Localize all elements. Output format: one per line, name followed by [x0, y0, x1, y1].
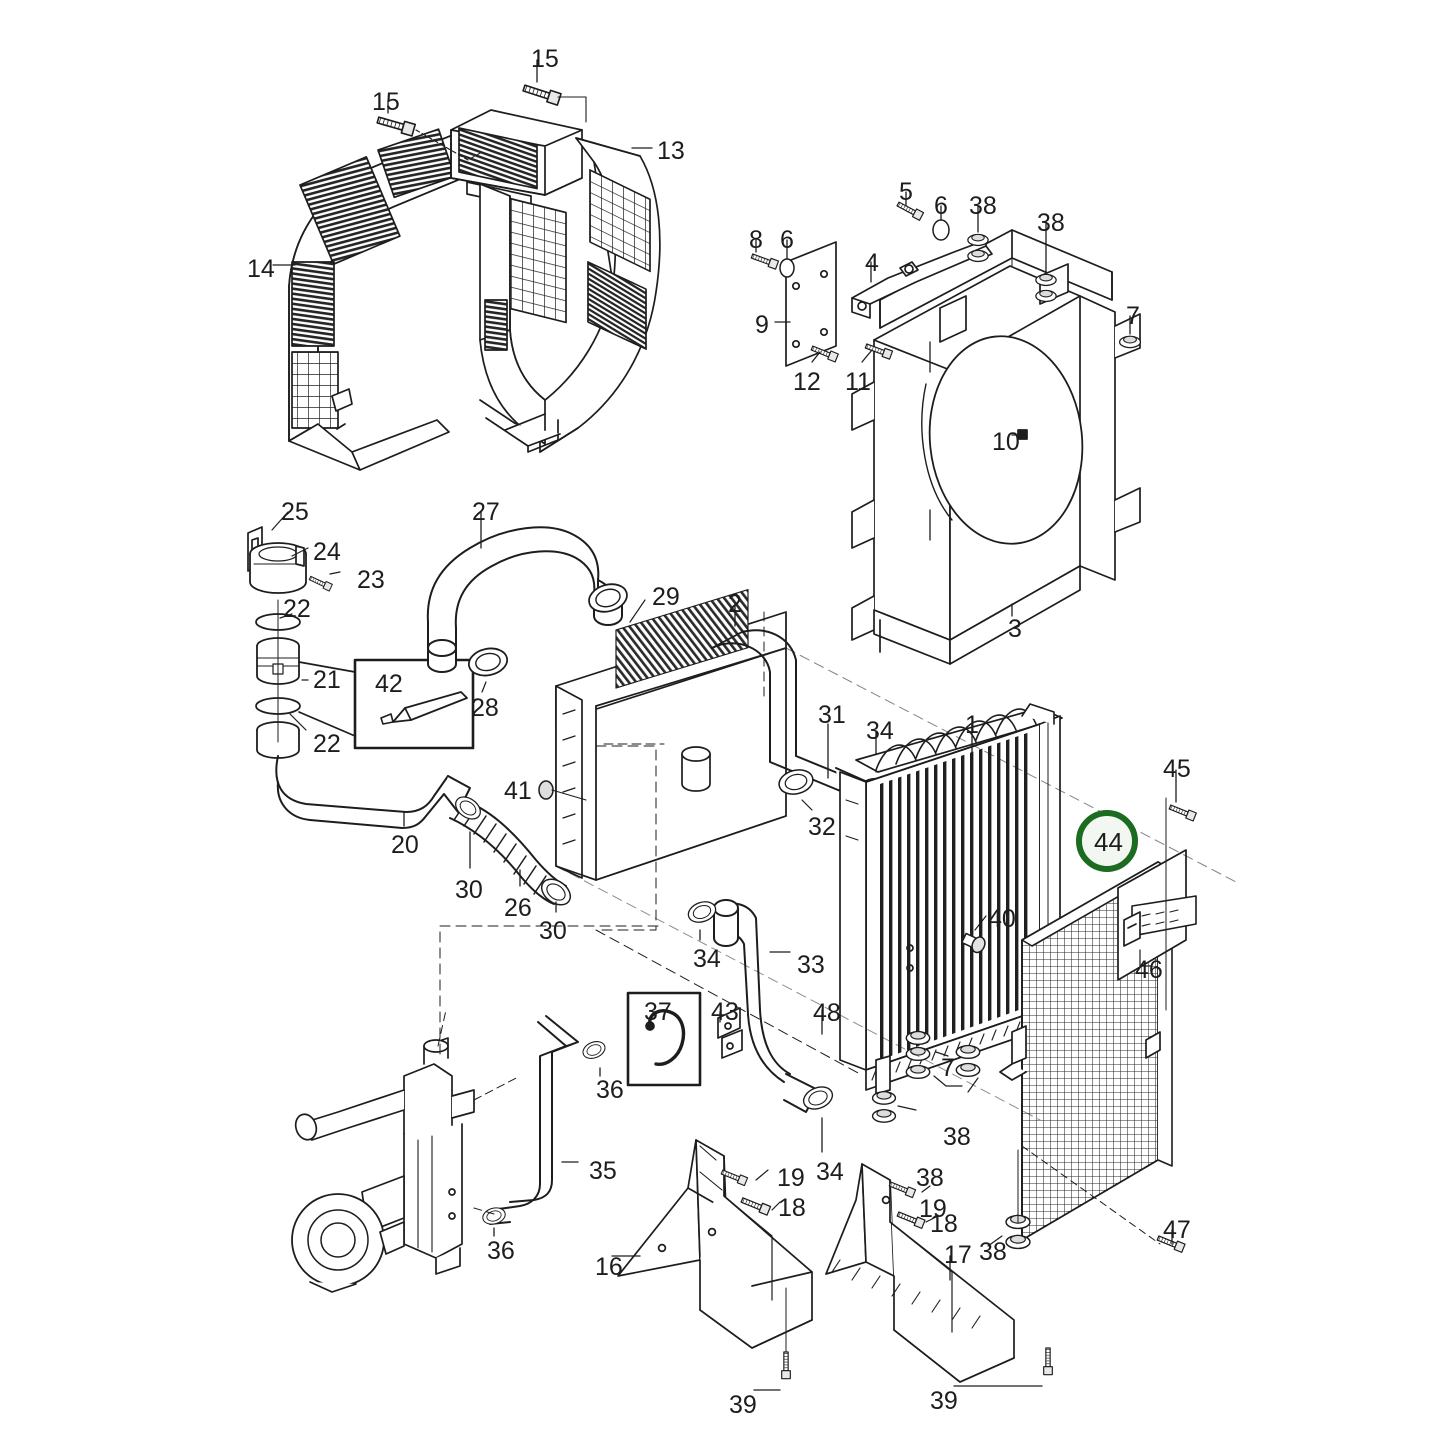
callout-5[interactable]: 5 — [899, 178, 913, 206]
callout-34[interactable]: 34 — [816, 1158, 844, 1186]
callout-45[interactable]: 45 — [1163, 755, 1191, 783]
callout-29[interactable]: 29 — [652, 583, 680, 611]
callout-6[interactable]: 6 — [780, 226, 794, 254]
callout-7[interactable]: 7 — [1126, 302, 1140, 330]
callout-8[interactable]: 8 — [749, 226, 763, 254]
callout-26[interactable]: 26 — [504, 894, 532, 922]
callout-4[interactable]: 4 — [865, 249, 879, 277]
callout-39[interactable]: 39 — [729, 1391, 757, 1419]
callout-15[interactable]: 15 — [531, 45, 559, 73]
callout-19[interactable]: 19 — [777, 1164, 805, 1192]
callout-38[interactable]: 38 — [1037, 209, 1065, 237]
highlight-ring-44[interactable] — [1076, 810, 1138, 872]
callout-2[interactable]: 2 — [728, 590, 742, 618]
callout-17[interactable]: 17 — [944, 1241, 972, 1269]
callout-27[interactable]: 27 — [472, 498, 500, 526]
callout-37[interactable]: 37 — [644, 998, 672, 1026]
callout-30[interactable]: 30 — [455, 876, 483, 904]
callout-12[interactable]: 12 — [793, 368, 821, 396]
callout-16[interactable]: 16 — [595, 1253, 623, 1281]
callout-14[interactable]: 14 — [247, 255, 275, 283]
callout-11[interactable]: 11 — [845, 368, 871, 396]
callout-18[interactable]: 18 — [778, 1194, 806, 1222]
callout-21[interactable]: 21 — [313, 666, 341, 694]
callout-20[interactable]: 20 — [391, 831, 419, 859]
callout-48[interactable]: 48 — [813, 999, 841, 1027]
callout-1[interactable]: 1 — [965, 711, 979, 739]
callout-22[interactable]: 22 — [313, 730, 341, 758]
callout-25[interactable]: 25 — [281, 498, 309, 526]
callout-22[interactable]: 22 — [283, 595, 311, 623]
callout-38[interactable]: 38 — [916, 1164, 944, 1192]
callout-31[interactable]: 31 — [818, 701, 846, 729]
callout-23[interactable]: 23 — [357, 566, 385, 594]
callout-15[interactable]: 15 — [372, 88, 400, 116]
callout-35[interactable]: 35 — [589, 1157, 617, 1185]
callout-43[interactable]: 43 — [711, 998, 739, 1026]
callout-42[interactable]: 42 — [375, 670, 403, 698]
callout-30[interactable]: 30 — [539, 917, 567, 945]
callout-9[interactable]: 9 — [755, 311, 769, 339]
callout-19[interactable]: 19 — [919, 1195, 947, 1223]
callout-39[interactable]: 39 — [930, 1387, 958, 1415]
callout-46[interactable]: 46 — [1135, 956, 1163, 984]
callout-36[interactable]: 36 — [596, 1076, 624, 1104]
highlight-number-44: 44 — [1094, 827, 1123, 857]
callout-33[interactable]: 33 — [797, 951, 825, 979]
callout-6[interactable]: 6 — [934, 192, 948, 220]
callout-34[interactable]: 34 — [866, 717, 894, 745]
callout-34[interactable]: 34 — [693, 945, 721, 973]
callout-7[interactable]: 7 — [941, 1054, 955, 1082]
callout-32[interactable]: 32 — [808, 813, 836, 841]
callout-47[interactable]: 47 — [1163, 1216, 1191, 1244]
callout-40[interactable]: 40 — [988, 905, 1016, 933]
callout-38[interactable]: 38 — [943, 1123, 971, 1151]
callout-24[interactable]: 24 — [313, 538, 341, 566]
callout-18[interactable]: 18 — [930, 1210, 958, 1238]
callout-10[interactable]: 10 — [992, 428, 1020, 456]
callout-36[interactable]: 36 — [487, 1237, 515, 1265]
callout-41[interactable]: 41 — [504, 777, 532, 805]
callout-3[interactable]: 3 — [1008, 615, 1022, 643]
callout-38[interactable]: 38 — [969, 192, 997, 220]
callout-38[interactable]: 38 — [979, 1238, 1007, 1266]
callout-13[interactable]: 13 — [657, 137, 685, 165]
callout-28[interactable]: 28 — [471, 694, 499, 722]
